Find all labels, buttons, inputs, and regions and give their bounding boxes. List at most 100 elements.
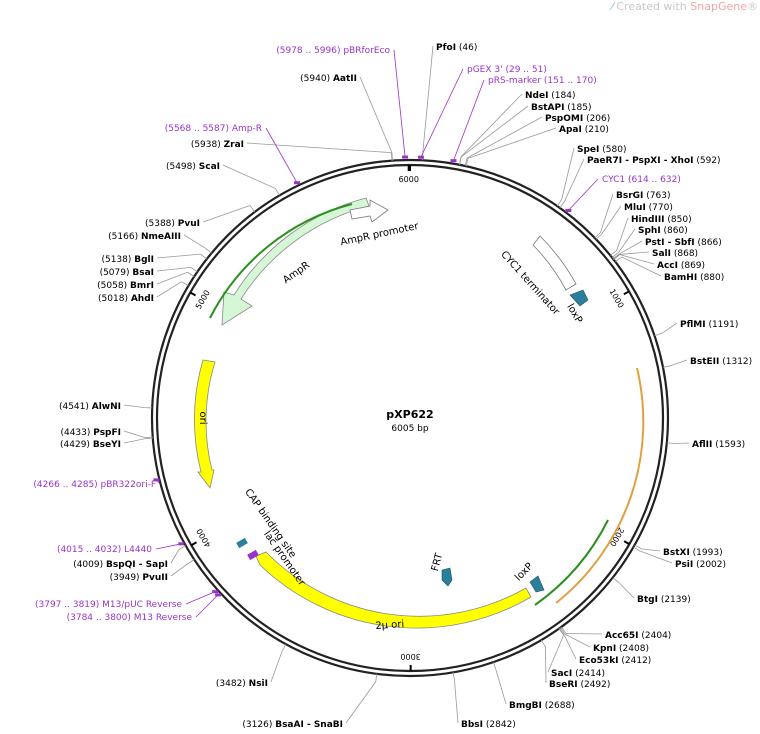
enzyme-site-label[interactable]: SpeI (580): [577, 145, 626, 155]
enzyme-name: PfoI: [436, 43, 456, 53]
enzyme-site-label[interactable]: (5940) AatII: [300, 74, 357, 84]
primer-label[interactable]: (3784 .. 3800) M13 Reverse: [67, 613, 193, 623]
enzyme-site-label[interactable]: SalI (868): [652, 249, 698, 259]
primer-mark: [212, 590, 219, 594]
ampr-label: AmpR: [281, 260, 312, 286]
enzyme-position: (5166): [108, 232, 141, 242]
enzyme-site-label[interactable]: Acc65I (2404): [605, 631, 671, 641]
enzyme-site-label[interactable]: (5498) ScaI: [166, 162, 220, 172]
primer-label[interactable]: (5978 .. 5996) pBRforEco: [276, 46, 390, 56]
enzyme-leader: [190, 267, 198, 273]
enzyme-leader: [359, 76, 393, 153]
ampr-promoter-arrow[interactable]: [349, 199, 389, 223]
enzyme-site-label[interactable]: PflMI (1191): [680, 320, 738, 330]
enzyme-leader: [460, 93, 523, 158]
enzyme-site-label[interactable]: SacI (2414): [551, 669, 605, 679]
ampr-arrow[interactable]: [221, 197, 370, 326]
enzyme-site-label[interactable]: PaeR7I - PspXI - XhoI (592): [587, 156, 721, 166]
enzyme-leader: [547, 634, 565, 673]
enzyme-leader: [466, 116, 543, 159]
enzyme-site-label[interactable]: BseRI (2492): [549, 680, 610, 690]
enzyme-site-label[interactable]: BmgBI (2688): [509, 701, 575, 711]
enzyme-site-label[interactable]: (5166) NmeAIII: [108, 232, 181, 242]
enzyme-site-label[interactable]: PsiI (2002): [675, 560, 726, 570]
enzyme-site-label[interactable]: (3949) PvuII: [110, 573, 168, 583]
enzyme-site-label[interactable]: MluI (770): [624, 203, 673, 213]
tick-label: 4000: [195, 527, 213, 549]
enzyme-site-label[interactable]: BstXI (1993): [663, 548, 723, 558]
enzyme-site-label[interactable]: SphI (860): [638, 226, 688, 236]
tick-mark: [623, 290, 630, 296]
lac-promoter-mark[interactable]: [247, 549, 259, 561]
primer-label[interactable]: (5568 .. 5587) Amp-R: [165, 124, 262, 134]
enzyme-site-label[interactable]: KpnI (2408): [593, 644, 649, 654]
enzyme-site-label[interactable]: BbsI (2842): [461, 720, 516, 730]
enzyme-position: (869): [678, 261, 705, 271]
enzyme-position: (4429): [60, 440, 93, 450]
cyc1-terminator-box[interactable]: [532, 235, 577, 291]
enzyme-site-label[interactable]: BstAPI (185): [531, 103, 592, 113]
primer-label[interactable]: (4266 .. 4285) pBR322ori-F: [33, 480, 156, 490]
primer-label[interactable]: pRS-marker (151 .. 170): [488, 76, 597, 86]
enzyme-leader: [640, 550, 673, 564]
enzyme-site-label[interactable]: (5058) BmrI: [97, 281, 154, 291]
enzyme-site-label[interactable]: (4433) PspFI: [60, 428, 121, 438]
enzyme-site-label[interactable]: PfoI (46): [436, 43, 477, 53]
enzyme-site-label[interactable]: BstEII (1312): [690, 357, 752, 367]
enzyme-site-label[interactable]: PspOMI (206): [545, 114, 610, 124]
enzyme-leader: [183, 234, 206, 249]
enzyme-site-label[interactable]: (5079) BsaI: [100, 268, 154, 278]
primer-label[interactable]: (3797 .. 3819) M13/pUC Reverse: [35, 600, 182, 610]
enzyme-site-label[interactable]: HindIII (850): [631, 215, 692, 225]
loxp-arrow-2[interactable]: [529, 575, 545, 593]
frt-arrow[interactable]: [441, 567, 453, 587]
primer-mark: [402, 155, 409, 159]
tick-mark: [189, 291, 197, 297]
primer-label[interactable]: pGEX 3' (29 .. 51): [467, 65, 547, 75]
enzyme-leader: [556, 199, 563, 207]
enzyme-position: (210): [582, 125, 609, 135]
enzyme-site-label[interactable]: ApaI (210): [559, 125, 609, 135]
enzyme-site-label[interactable]: (3126) BsaAI - SnaBI: [242, 720, 343, 730]
enzyme-name: SphI: [638, 226, 661, 236]
primer-label[interactable]: (4015 .. 4032) L4440: [57, 545, 152, 555]
enzyme-site-label[interactable]: PstI - SbfI (866): [645, 238, 722, 248]
enzyme-site-label[interactable]: (5018) AhdI: [98, 294, 154, 304]
enzyme-leader: [246, 142, 392, 154]
enzyme-site-label[interactable]: BtgI (2139): [637, 595, 691, 605]
two-micron-ori-arrow[interactable]: [255, 551, 532, 629]
enzyme-site-label[interactable]: (4429) BseYI: [60, 440, 121, 450]
enzyme-name: Eco53kI: [579, 656, 619, 666]
enzyme-site-label[interactable]: (5388) PvuI: [145, 219, 200, 229]
enzyme-site-label[interactable]: (4541) AlwNI: [59, 402, 121, 412]
enzyme-site-label[interactable]: BsrGI (763): [616, 191, 670, 201]
enzyme-name: AatII: [333, 74, 357, 84]
enzyme-site-label[interactable]: (4009) BspQI - SapI: [73, 560, 168, 570]
enzyme-position: (5058): [97, 281, 130, 291]
enzyme-leader: [613, 254, 621, 260]
enzyme-site-label[interactable]: (5138) BglI: [101, 255, 154, 265]
enzyme-site-label[interactable]: NdeI (184): [525, 91, 576, 101]
enzyme-site-label[interactable]: AflII (1593): [692, 440, 745, 450]
enzyme-position: (860): [661, 226, 688, 236]
enzyme-name: AccI: [657, 261, 678, 271]
primer-label[interactable]: CYC1 (614 .. 632): [602, 175, 681, 185]
enzyme-site-label[interactable]: (5938) ZraI: [191, 140, 244, 150]
enzyme-leader: [170, 563, 188, 577]
enzyme-name: NsiI: [249, 679, 268, 689]
enzyme-position: (763): [643, 191, 670, 201]
backbone-outer-ring: [150, 158, 670, 678]
enzyme-site-label[interactable]: BamHI (880): [664, 273, 724, 283]
enzyme-leader: [181, 281, 189, 287]
ori-arrow[interactable]: [194, 359, 216, 489]
enzyme-site-label[interactable]: Eco53kI (2412): [579, 656, 651, 666]
enzyme-site-label[interactable]: (3482) NsiI: [216, 679, 268, 689]
enzyme-site-label[interactable]: AccI (869): [657, 261, 705, 271]
enzyme-leader: [170, 549, 180, 564]
primer-leader: [195, 594, 219, 618]
enzyme-leader: [452, 672, 455, 681]
tick-label: 5000: [194, 289, 212, 311]
enzyme-leader: [465, 158, 469, 167]
cap-binding-site-mark[interactable]: [236, 537, 248, 549]
loxp-arrow-1[interactable]: [569, 289, 589, 307]
